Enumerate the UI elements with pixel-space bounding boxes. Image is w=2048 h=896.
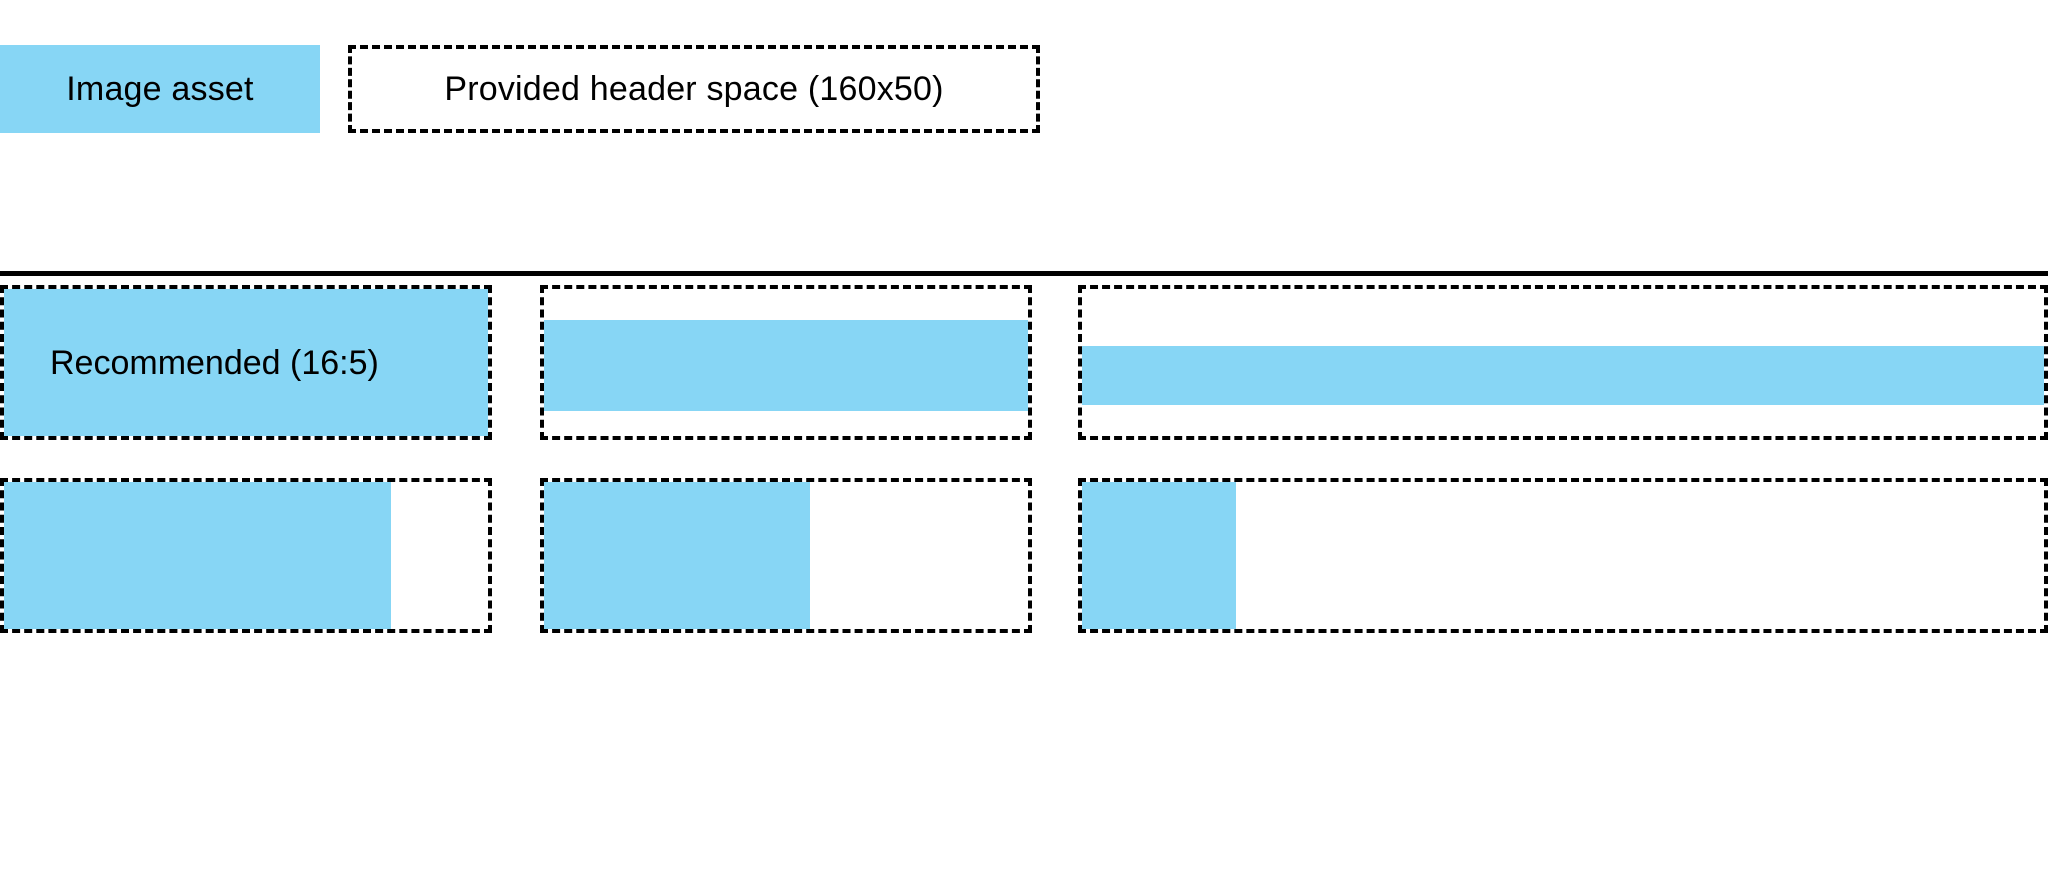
- legend-spacer: [320, 45, 348, 133]
- asset-fill-16-5: [4, 289, 488, 436]
- legend-provided-header-space-label: Provided header space (160x50): [444, 70, 944, 108]
- legend: Image asset Provided header space (160x5…: [0, 45, 1040, 133]
- cell-partial-narrow: [1078, 478, 2048, 633]
- cell-partial-wide: [0, 478, 492, 633]
- cell-partial-medium: [540, 478, 1032, 633]
- asset-fill-wide-inset: [544, 319, 1028, 411]
- cell-ultrawide-band: [1078, 285, 2048, 440]
- legend-image-asset-swatch: Image asset: [0, 45, 320, 133]
- legend-provided-header-space-box: Provided header space (160x50): [348, 45, 1040, 133]
- section-divider: [0, 271, 2048, 276]
- asset-fill-ultrawide-band: [1082, 346, 2044, 406]
- aspect-ratio-grid: Recommended (16:5): [0, 285, 2048, 633]
- grid-row-narrow: [0, 478, 2048, 633]
- cell-16-5: Recommended (16:5): [0, 285, 492, 440]
- cell-16-5-label: Recommended (16:5): [50, 343, 379, 382]
- cell-wide-inset: [540, 285, 1032, 440]
- asset-fill-partial-wide: [4, 482, 392, 629]
- legend-image-asset-label: Image asset: [66, 70, 254, 108]
- asset-fill-partial-medium: [544, 482, 811, 629]
- grid-row-recommended: Recommended (16:5): [0, 285, 2048, 440]
- asset-fill-partial-narrow: [1082, 482, 1236, 629]
